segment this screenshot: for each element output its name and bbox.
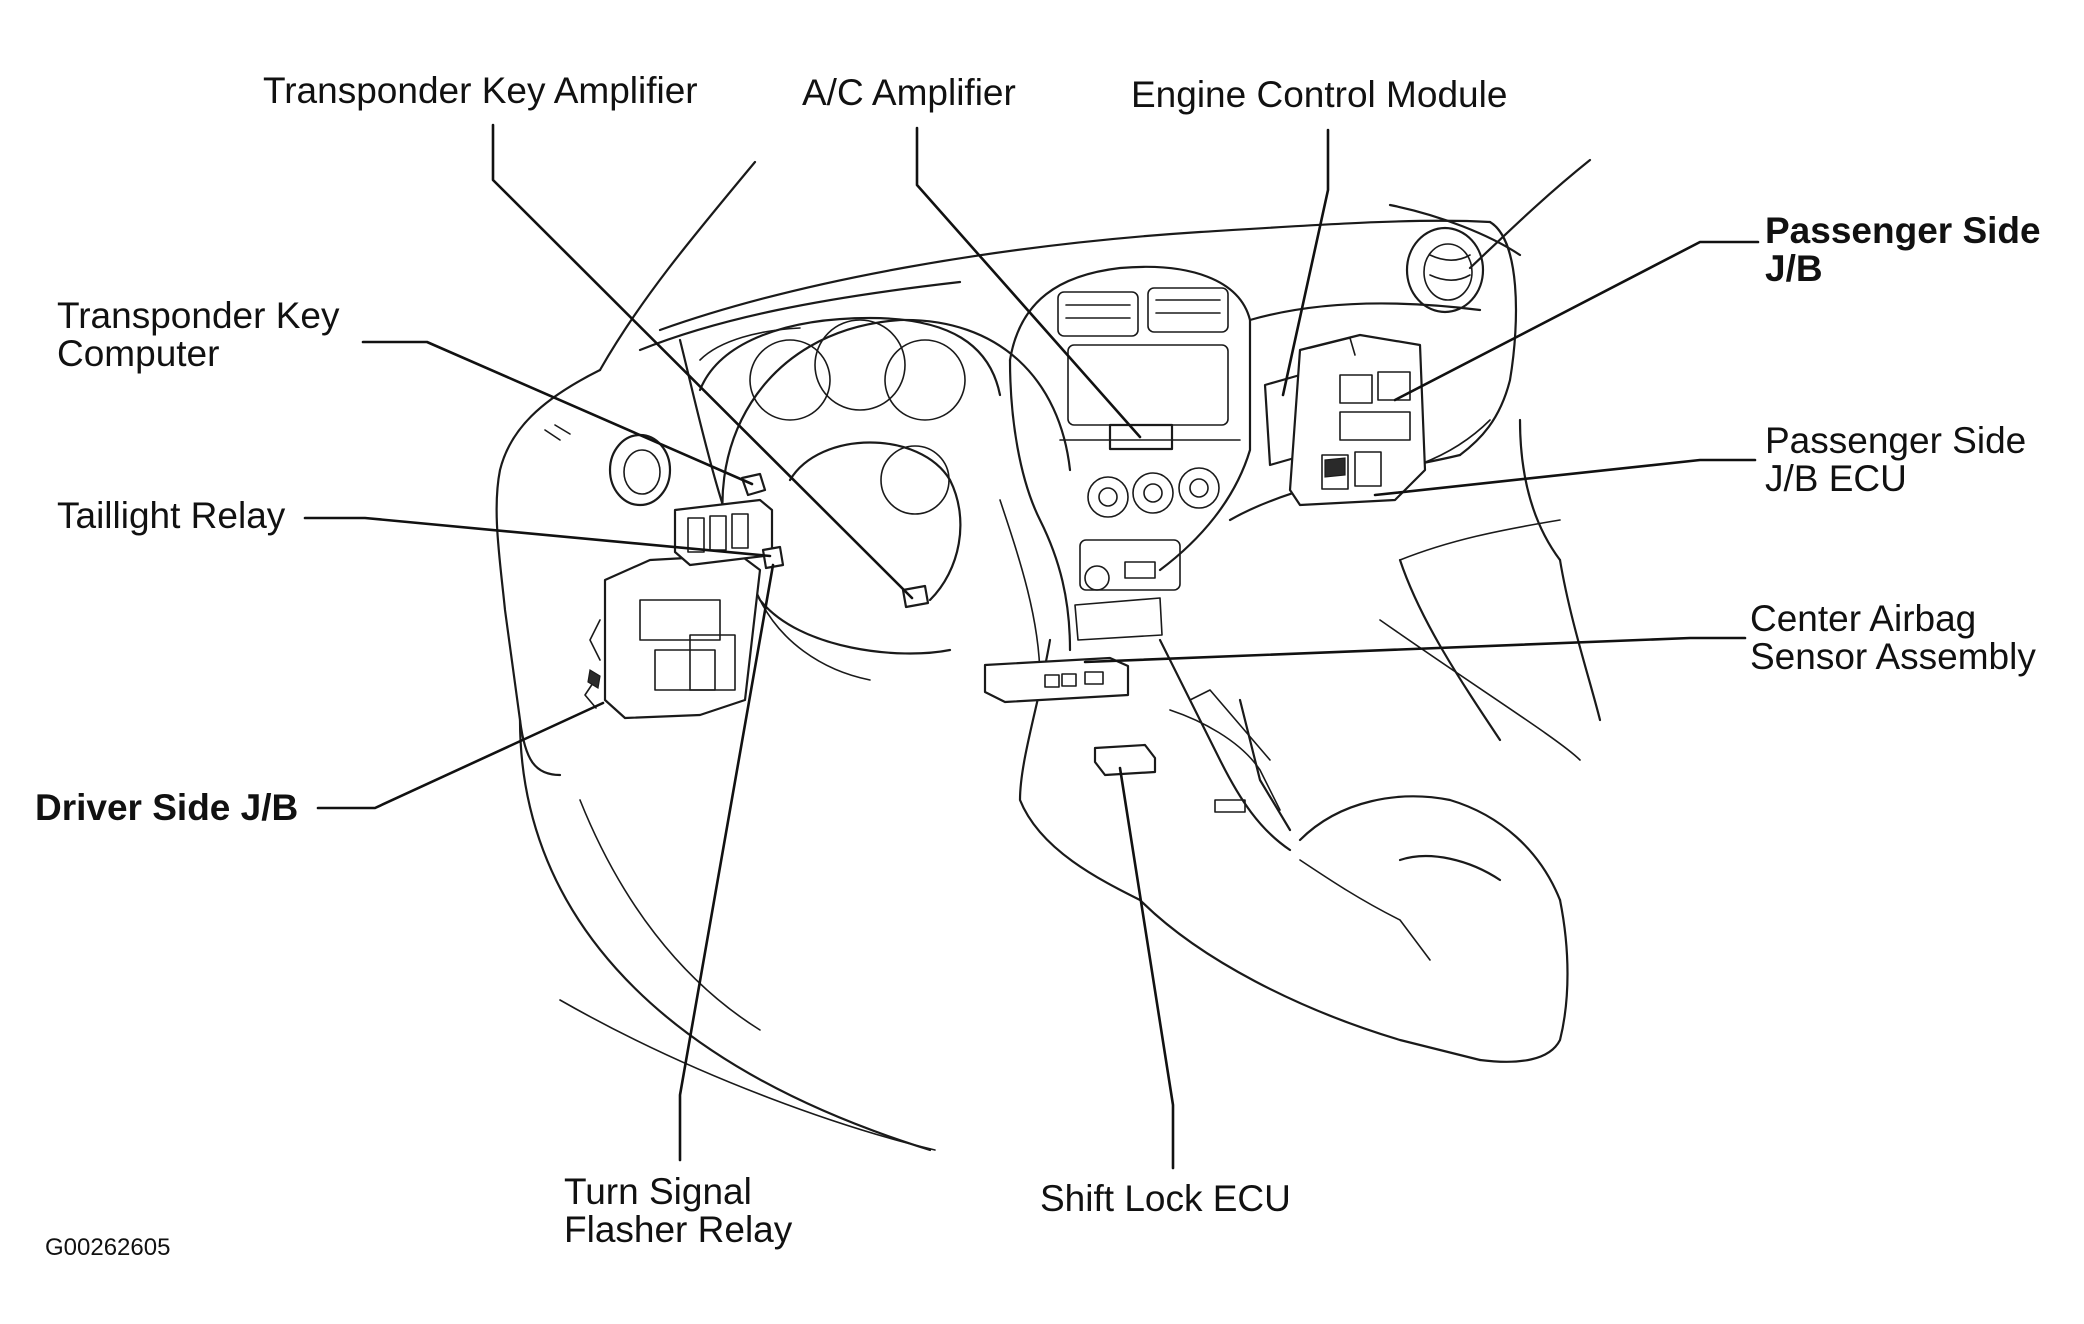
- leader-passenger-side-jb-ecu: [1373, 458, 1757, 497]
- label-shift-lock-ecu: Shift Lock ECU: [1040, 1178, 1291, 1219]
- label-passenger-side-jb-line1: Passenger Side: [1765, 210, 2041, 251]
- transponder-key-computer-part: [740, 472, 767, 497]
- turn-signal-flasher-relay-part: [761, 545, 785, 570]
- leader-engine-control-module: [1281, 128, 1330, 397]
- leader-driver-side-jb: [316, 701, 605, 810]
- leader-transponder-key-amplifier: [491, 123, 914, 600]
- leader-shift-lock-ecu: [1118, 766, 1175, 1170]
- shift-lock-ecu-part: [1093, 743, 1157, 777]
- leader-lines: [303, 123, 1760, 1170]
- driver-side-jb-part: [584, 553, 762, 720]
- figure-id: G00262605: [45, 1234, 171, 1261]
- label-center-airbag-line2: Sensor Assembly: [1750, 636, 2036, 677]
- passenger-side-jb-part: [1288, 333, 1427, 507]
- label-transponder-key-amplifier: Transponder Key Amplifier: [263, 70, 698, 111]
- transponder-key-amplifier-part: [901, 584, 930, 609]
- label-transponder-key-computer-line2: Computer: [57, 333, 220, 374]
- leader-center-airbag-sensor: [1083, 636, 1747, 664]
- label-passenger-side-jb-line2: J/B: [1765, 248, 1823, 289]
- leader-passenger-side-jb: [1393, 240, 1760, 402]
- label-passenger-side-jb-ecu-line1: Passenger Side: [1765, 420, 2027, 461]
- label-taillight-relay: Taillight Relay: [57, 495, 286, 536]
- label-driver-side-jb: Driver Side J/B: [35, 787, 299, 828]
- dashboard-outline: [495, 158, 1602, 1152]
- label-transponder-key-computer-line1: Transponder Key: [57, 295, 340, 336]
- center-airbag-sensor-part: [983, 656, 1130, 704]
- leader-taillight-relay: [303, 516, 772, 558]
- label-engine-control-module: Engine Control Module: [1131, 74, 1508, 115]
- leader-transponder-key-computer: [361, 340, 754, 486]
- label-turn-signal-line2: Flasher Relay: [564, 1209, 793, 1250]
- label-turn-signal-line1: Turn Signal: [564, 1171, 752, 1212]
- label-ac-amplifier: A/C Amplifier: [802, 72, 1016, 113]
- leader-ac-amplifier: [915, 126, 1142, 439]
- leader-turn-signal-flasher-relay: [678, 563, 775, 1162]
- label-passenger-side-jb-ecu-line2: J/B ECU: [1765, 458, 1907, 499]
- label-center-airbag-line1: Center Airbag: [1750, 598, 1977, 639]
